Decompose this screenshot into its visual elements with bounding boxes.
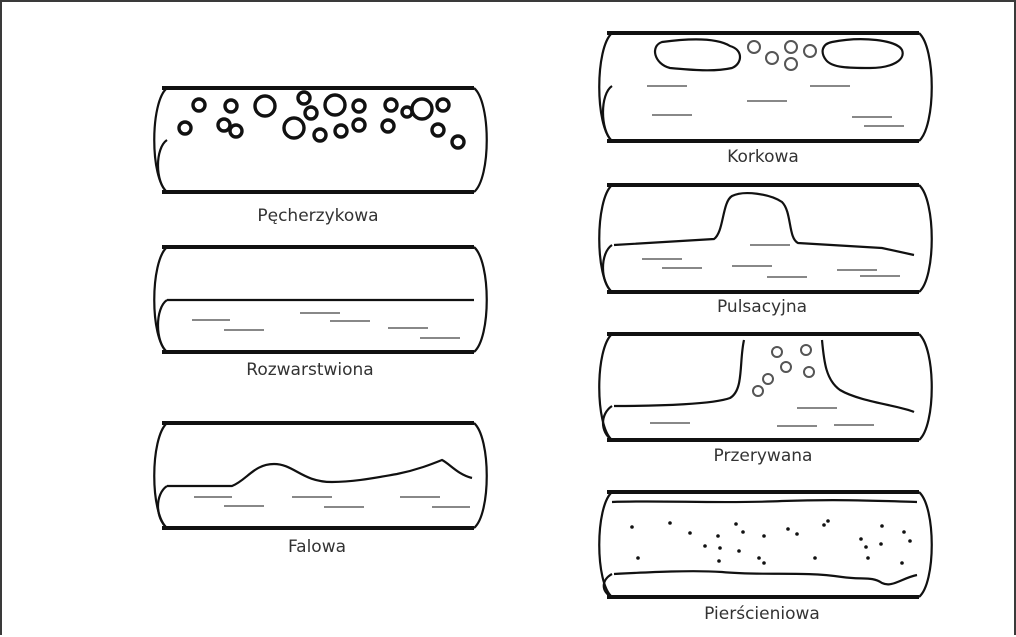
label-przerywana: Przerywana [714,446,813,466]
pipe-korkowa [599,33,932,141]
pipe-przerywana [599,334,932,440]
pipe-rozwarstwiona [154,247,487,352]
label-pierscieniowa: Pierścieniowa [704,604,820,624]
label-falowa: Falowa [288,537,346,557]
pipe-pierscieniowa [599,492,932,597]
pipe-pecherzykowa [154,88,487,192]
label-pulsacyjna: Pulsacyjna [717,297,807,317]
droplets [630,519,912,565]
label-korkowa: Korkowa [727,147,799,167]
label-pecherzykowa: Pęcherzykowa [257,206,378,226]
bubbles [179,92,464,148]
label-rozwarstwiona: Rozwarstwiona [246,360,373,380]
pipe-falowa [154,423,487,528]
pipe-pulsacyjna [599,185,932,292]
